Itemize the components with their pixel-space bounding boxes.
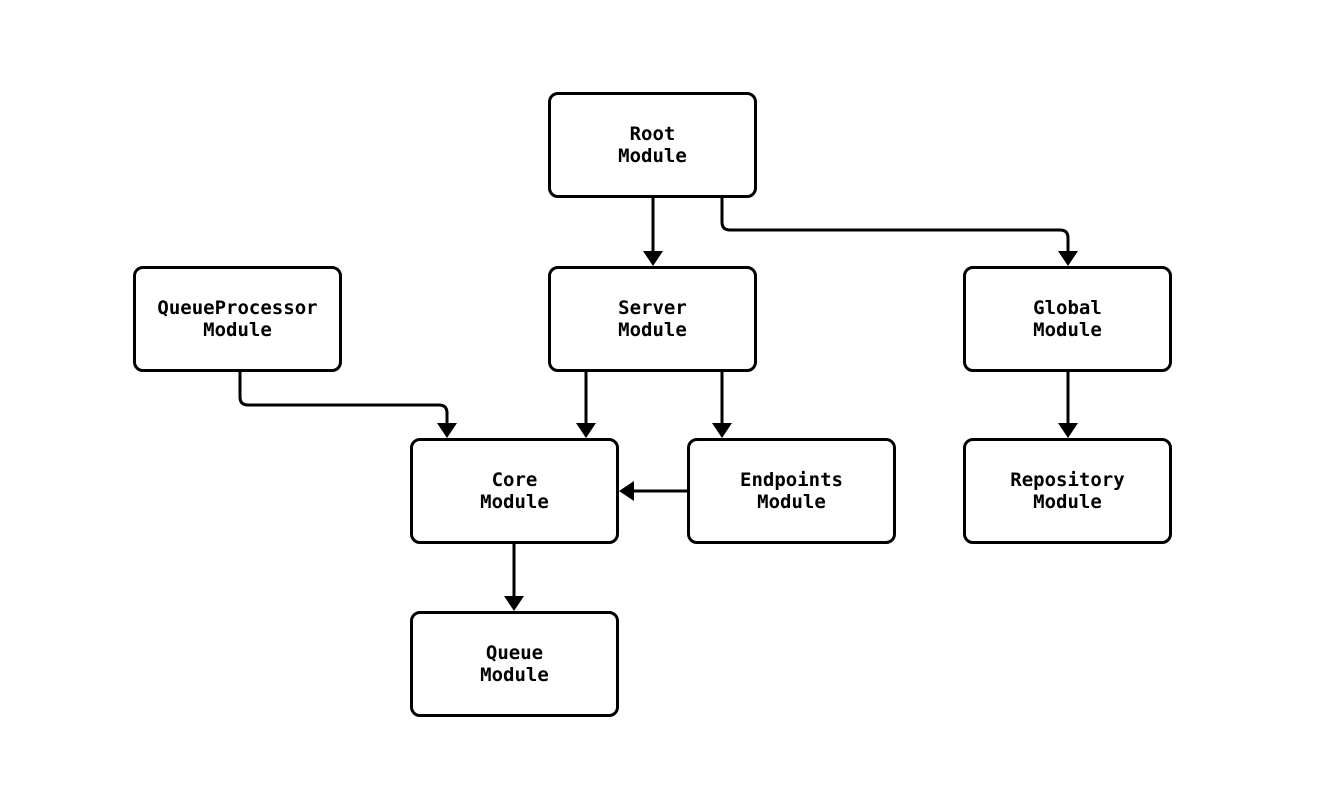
node-root-module-label: Root Module	[618, 123, 687, 167]
node-queueprocessor-module: QueueProcessor Module	[133, 266, 342, 372]
arrowhead-global-to-repository	[1058, 423, 1078, 438]
node-server-module: Server Module	[548, 266, 757, 372]
node-repository-module: Repository Module	[963, 438, 1172, 544]
edge-root-to-global	[720, 197, 1070, 252]
node-queue-module-label: Queue Module	[480, 642, 549, 686]
arrowhead-server-to-core	[576, 423, 596, 438]
edge-queueprocessor-to-core	[238, 372, 449, 424]
node-global-module: Global Module	[963, 266, 1172, 372]
arrowhead-endpoints-to-core	[619, 481, 634, 501]
node-endpoints-module: Endpoints Module	[687, 438, 896, 544]
arrowhead-queueprocessor-to-core	[437, 423, 457, 438]
node-core-module: Core Module	[410, 438, 619, 544]
node-core-module-label: Core Module	[480, 469, 549, 513]
arrowhead-core-to-queue	[504, 596, 524, 611]
node-repository-module-label: Repository Module	[1010, 469, 1125, 513]
node-server-module-label: Server Module	[618, 297, 687, 341]
node-endpoints-module-label: Endpoints Module	[740, 469, 843, 513]
arrowhead-server-to-endpoints	[712, 423, 732, 438]
node-root-module: Root Module	[548, 92, 757, 198]
node-queue-module: Queue Module	[410, 611, 619, 717]
node-queueprocessor-module-label: QueueProcessor Module	[157, 297, 318, 341]
arrowhead-root-to-server	[643, 251, 663, 266]
arrowhead-root-to-global	[1058, 251, 1078, 266]
node-global-module-label: Global Module	[1033, 297, 1102, 341]
